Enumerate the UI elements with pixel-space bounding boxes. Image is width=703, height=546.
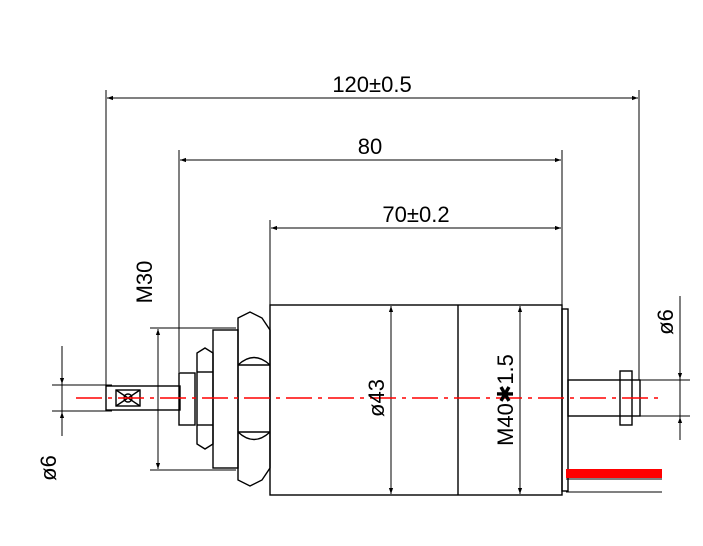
lead-wires [566, 469, 662, 493]
dim-overall-length: 120±0.5 [332, 72, 411, 97]
dim-body-length: 70±0.2 [382, 202, 449, 227]
dim-shaft-left-diameter: ø6 [36, 455, 61, 481]
dim-thread-nut: M30 [132, 261, 157, 304]
collar [178, 372, 196, 426]
dim-shaft-right-diameter: ø6 [653, 309, 678, 335]
dimension-lines [59, 95, 683, 494]
dim-thread-main: M40✱1.5 [493, 354, 518, 446]
red-lead-wire [566, 469, 662, 478]
dim-body-diameter: ø43 [364, 379, 389, 417]
part-outline [105, 304, 641, 496]
dim-length-80: 80 [358, 134, 382, 159]
main-body [269, 304, 563, 496]
mounting-nut [237, 311, 271, 487]
rear-cap [561, 308, 569, 492]
washer [212, 329, 239, 469]
